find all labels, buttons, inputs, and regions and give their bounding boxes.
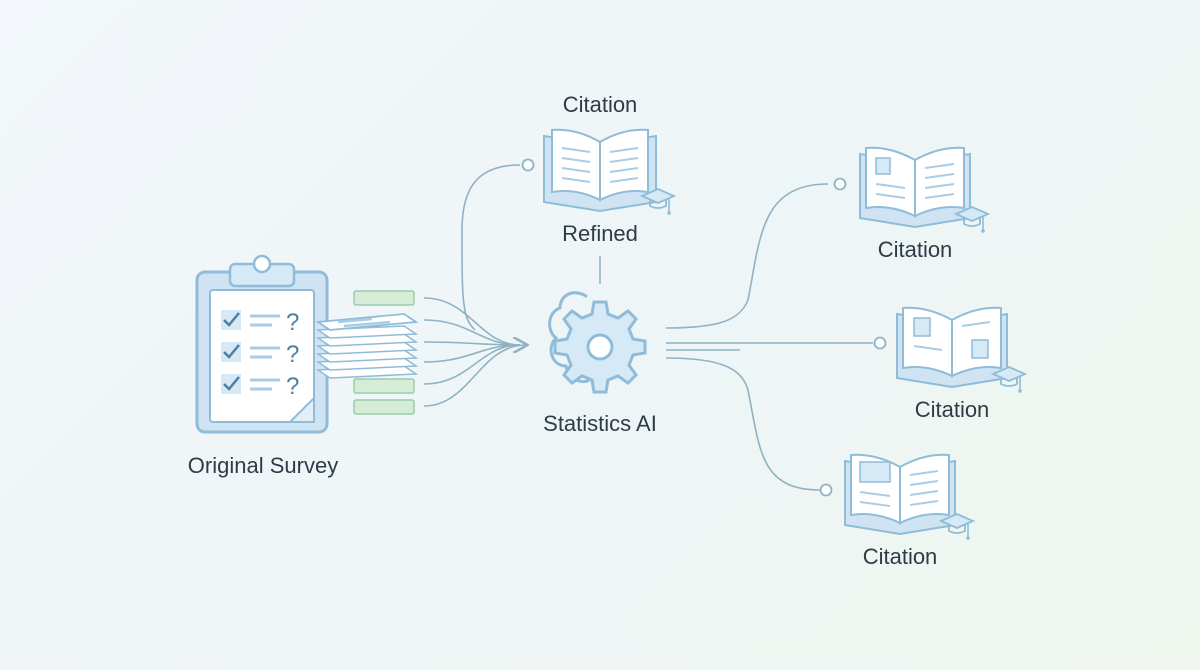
graduation-cap-icon (990, 366, 1028, 393)
refined-connector (461, 164, 521, 331)
graduation-cap-icon (953, 206, 991, 233)
svg-text:?: ? (286, 373, 299, 400)
paper-stack-icon (315, 313, 419, 379)
book-icon (859, 146, 971, 229)
citation-label: Citation (862, 544, 938, 569)
refined-citation-title: Citation (562, 92, 638, 117)
book-icon (543, 128, 657, 213)
graduation-cap-icon (938, 513, 976, 540)
connector-dot (521, 158, 535, 172)
brain-gear-icon (548, 291, 647, 394)
input-connectors (423, 297, 526, 407)
svg-text:?: ? (286, 341, 299, 368)
clipboard-icon: ? ? ? (195, 254, 329, 434)
survey-label: Original Survey (187, 453, 339, 478)
statistics-ai-label: Statistics AI (543, 411, 657, 436)
svg-text:?: ? (286, 309, 299, 336)
graduation-cap-icon (639, 188, 677, 215)
checklist-row: ? (221, 373, 299, 400)
connector-dot (873, 336, 887, 350)
output-connectors (665, 183, 873, 491)
citation-label: Citation (914, 397, 990, 422)
citation-label: Citation (877, 237, 953, 262)
book-icon (844, 453, 956, 536)
book-icon (896, 306, 1008, 389)
connector-dot (833, 177, 847, 191)
refined-label: Refined (562, 221, 638, 246)
data-bars (353, 290, 415, 415)
checklist-row: ? (221, 341, 299, 368)
connector-dot (819, 483, 833, 497)
checklist-row: ? (221, 309, 299, 336)
